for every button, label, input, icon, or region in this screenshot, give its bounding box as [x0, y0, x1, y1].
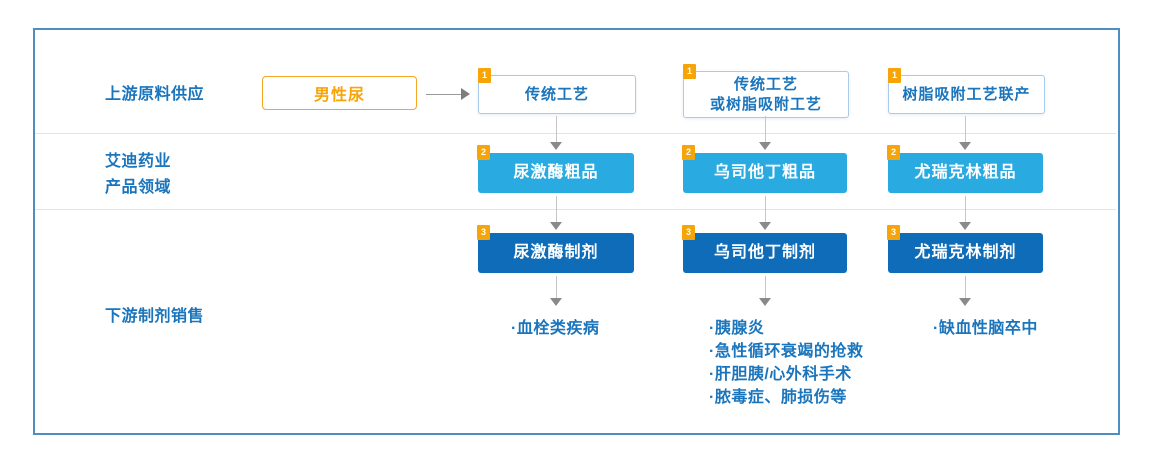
indication-item: ·血栓类疾病 — [511, 320, 600, 337]
step-badge: 2 — [682, 145, 695, 160]
row-label-company-line2: 产品领域 — [105, 179, 172, 196]
arrow-head — [550, 298, 562, 306]
arrow-shaft — [764, 196, 766, 223]
arrow-head — [959, 222, 971, 230]
divider-line-2 — [35, 209, 1116, 210]
process-box-col3-label: 树脂吸附工艺联产 — [902, 85, 1031, 103]
formulation-box-col1-label: 尿激酶制剂 — [513, 244, 599, 261]
indication-item: ·缺血性脑卒中 — [933, 320, 1038, 337]
arrow-shaft — [964, 276, 966, 299]
arrow-down-icon — [550, 116, 562, 150]
row-label-upstream: 上游原料供应 — [105, 86, 205, 103]
frame-border — [33, 28, 1120, 435]
indication-item: ·脓毒症、肺损伤等 — [709, 389, 847, 406]
indication-item: ·肝胆胰/心外科手术 — [709, 366, 852, 383]
step-badge: 1 — [683, 64, 696, 79]
arrow-shaft — [764, 116, 766, 143]
step-badge: 2 — [887, 145, 900, 160]
arrow-head — [550, 222, 562, 230]
arrow-down-icon — [959, 116, 971, 150]
process-box-col1: 1 传统工艺 — [478, 68, 636, 114]
step-badge: 3 — [477, 225, 490, 240]
source-box-male-urine: 男性尿 — [262, 76, 417, 110]
process-box-col2-label-line1: 传统工艺 — [733, 75, 798, 93]
arrow-head — [759, 222, 771, 230]
crude-box-col3: 2 尤瑞克林粗品 — [887, 145, 1043, 193]
step-badge: 3 — [682, 225, 695, 240]
indication-item: ·胰腺炎 — [709, 320, 765, 337]
formulation-box-col3-label: 尤瑞克林制剂 — [914, 244, 1017, 261]
arrow-right-icon — [426, 88, 470, 100]
row-label-company-line1: 艾迪药业 — [105, 153, 172, 170]
step-badge: 3 — [887, 225, 900, 240]
formulation-box-col2-label: 乌司他丁制剂 — [713, 244, 816, 261]
indications-col3: ·缺血性脑卒中 — [933, 317, 1038, 340]
arrow-down-icon — [759, 196, 771, 230]
arrow-head — [550, 142, 562, 150]
formulation-box-col3: 3 尤瑞克林制剂 — [887, 225, 1043, 273]
arrow-down-icon — [759, 276, 771, 306]
arrow-shaft — [764, 276, 766, 299]
arrow-down-icon — [959, 276, 971, 306]
arrow-head — [959, 142, 971, 150]
arrow-down-icon — [550, 276, 562, 306]
row-label-company: 艾迪药业 产品领域 — [105, 149, 171, 201]
crude-box-col3-label: 尤瑞克林粗品 — [914, 164, 1017, 181]
arrow-head — [461, 88, 470, 100]
arrow-shaft — [426, 93, 464, 95]
arrow-down-icon — [550, 196, 562, 230]
arrow-down-icon — [759, 116, 771, 150]
arrow-shaft — [555, 116, 557, 143]
arrow-head — [759, 298, 771, 306]
crude-box-col2-label: 乌司他丁粗品 — [713, 164, 816, 181]
process-box-col2: 1 传统工艺 或树脂吸附工艺 — [683, 64, 849, 118]
arrow-down-icon — [959, 196, 971, 230]
step-badge: 1 — [478, 68, 491, 83]
step-badge: 1 — [888, 68, 901, 83]
crude-box-col2: 2 乌司他丁粗品 — [682, 145, 847, 193]
indications-col2: ·胰腺炎 ·急性循环衰竭的抢救 ·肝胆胰/心外科手术 ·脓毒症、肺损伤等 — [709, 317, 863, 409]
arrow-shaft — [964, 116, 966, 143]
crude-box-col1: 2 尿激酶粗品 — [477, 145, 634, 193]
formulation-box-col1: 3 尿激酶制剂 — [477, 225, 634, 273]
step-badge: 2 — [477, 145, 490, 160]
indications-col1: ·血栓类疾病 — [511, 317, 599, 340]
process-box-col3: 1 树脂吸附工艺联产 — [888, 68, 1045, 114]
process-box-col1-label: 传统工艺 — [524, 85, 589, 103]
arrow-head — [759, 142, 771, 150]
formulation-box-col2: 3 乌司他丁制剂 — [682, 225, 847, 273]
process-box-col2-label-line2: 或树脂吸附工艺 — [709, 95, 822, 113]
arrow-head — [959, 298, 971, 306]
indication-item: ·急性循环衰竭的抢救 — [709, 343, 864, 360]
arrow-shaft — [555, 196, 557, 223]
arrow-shaft — [555, 276, 557, 299]
crude-box-col1-label: 尿激酶粗品 — [513, 164, 599, 181]
divider-line-1 — [35, 133, 1116, 134]
arrow-shaft — [964, 196, 966, 223]
row-label-downstream: 下游制剂销售 — [105, 308, 205, 325]
source-box-label: 男性尿 — [313, 87, 365, 104]
